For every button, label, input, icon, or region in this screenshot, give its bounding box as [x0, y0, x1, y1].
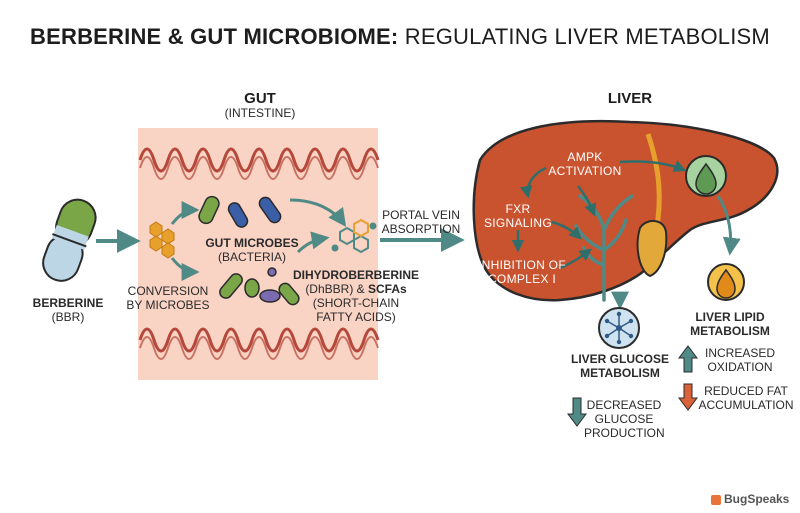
lipid-up-2: OXIDATION — [707, 360, 773, 374]
gut-microbes-sub: (BACTERIA) — [217, 250, 286, 264]
berberine-label: BERBERINE — [32, 296, 104, 310]
gut-header: GUT — [244, 90, 276, 107]
portal-vein-label-2: ABSORPTION — [381, 222, 461, 236]
lipid-header-1: LIVER LIPID — [695, 310, 765, 324]
glucose-item-3: PRODUCTION — [584, 426, 665, 440]
gut-villi-top — [138, 147, 380, 173]
title-light: REGULATING LIVER METABOLISM — [404, 24, 770, 49]
bugspeaks-logo-icon — [711, 495, 721, 505]
glucose-item-2: GLUCOSE — [594, 412, 654, 426]
lipid-up-1: INCREASED — [704, 346, 775, 360]
gut-microbes-label: GUT MICROBES — [205, 236, 299, 250]
glucose-header-1: LIVER GLUCOSE — [570, 352, 669, 366]
gut-villi-bottom — [138, 327, 380, 353]
increase-arrow-icon — [678, 345, 698, 373]
gut-subheader: (INTESTINE) — [224, 106, 296, 120]
conversion-label-1: CONVERSION — [127, 284, 209, 298]
gut-microbes-icon — [198, 195, 300, 306]
title-bold: BERBERINE & GUT MICROBIOME: — [30, 24, 399, 49]
ampk-label-1: AMPK — [567, 150, 603, 164]
complex-label-1: INHIBITION OF — [478, 258, 566, 272]
liver-header: LIVER — [607, 90, 653, 107]
berberine-abbr: (BBR) — [51, 310, 85, 324]
lipid-droplet-icon — [685, 155, 727, 197]
reduce-arrow-icon — [678, 383, 698, 411]
decrease-arrow-icon — [567, 397, 587, 427]
glucose-header-2: METABOLISM — [580, 366, 660, 380]
dhbbr-molecule-icon — [331, 218, 377, 254]
berberine-capsule-icon — [42, 198, 97, 282]
portal-vein-label-1: PORTAL VEIN — [382, 208, 460, 222]
scfa-label: SCFAs — [368, 282, 407, 296]
hexagon-molecule-icon — [149, 221, 175, 259]
ampk-label-2: ACTIVATION — [548, 164, 622, 178]
glucose-molecule-icon — [598, 307, 640, 349]
liver-vessels — [574, 194, 634, 302]
fxr-label-2: SIGNALING — [483, 216, 553, 230]
fxr-label-1: FXR — [505, 202, 531, 216]
diagram-title: BERBERINE & GUT MICROBIOME: REGULATING L… — [0, 24, 800, 50]
lipid-down-1: REDUCED FAT — [704, 384, 788, 398]
dhbbr-line3: (SHORT-CHAIN — [312, 296, 400, 310]
conversion-label-2: BY MICROBES — [126, 298, 210, 312]
bugspeaks-logo: BugSpeaks — [724, 492, 790, 506]
dhbbr-line2: (DhBBR) & SCFAs — [286, 282, 426, 296]
complex-label-2: COMPLEX I — [487, 272, 557, 286]
dhbbr-abbr: (DhBBR) & — [305, 282, 368, 296]
lipid-down-2: ACCUMULATION — [698, 398, 794, 412]
dhbbr-label: DIHYDROBERBERINE — [292, 268, 419, 282]
dhbbr-line4: FATTY ACIDS) — [316, 310, 396, 324]
lipid-header-2: METABOLISM — [690, 324, 770, 338]
glucose-item-1: DECREASED — [586, 398, 662, 412]
fat-droplet-icon — [707, 263, 745, 301]
gallbladder-shape — [636, 220, 668, 278]
